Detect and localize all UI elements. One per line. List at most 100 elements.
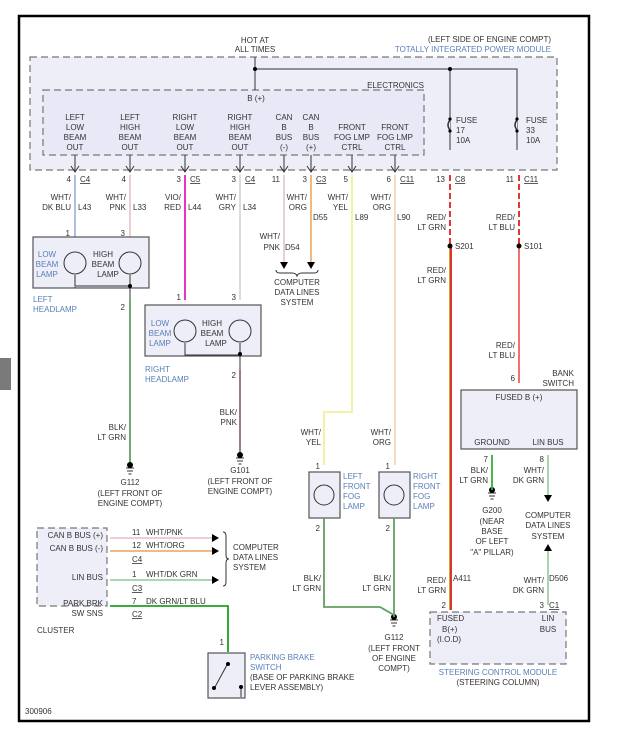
svg-text:CTRL: CTRL: [385, 143, 406, 152]
svg-text:RED/: RED/: [427, 266, 447, 275]
svg-text:OF ENGINE: OF ENGINE: [372, 654, 416, 663]
svg-text:C4: C4: [80, 175, 91, 184]
svg-text:DATA LINES: DATA LINES: [525, 521, 570, 530]
svg-text:LEFT: LEFT: [343, 472, 363, 481]
svg-text:2: 2: [386, 524, 391, 533]
svg-text:PARK BRK: PARK BRK: [63, 599, 104, 608]
svg-text:C8: C8: [455, 175, 466, 184]
svg-text:G200: G200: [482, 506, 502, 515]
svg-text:OUT: OUT: [67, 143, 84, 152]
svg-text:DK BLU: DK BLU: [42, 203, 71, 212]
svg-text:CAN B BUS (-): CAN B BUS (-): [50, 544, 104, 553]
fuse-33: FUSE 33 10A: [526, 116, 547, 145]
ground-g101: G101 (LEFT FRONT OF ENGINE COMPT): [207, 466, 272, 496]
svg-text:6: 6: [511, 374, 516, 383]
svg-text:BEAM: BEAM: [36, 260, 59, 269]
svg-text:HIGH: HIGH: [120, 123, 140, 132]
svg-text:ENGINE COMPT): ENGINE COMPT): [208, 487, 273, 496]
svg-text:ORG: ORG: [373, 203, 391, 212]
ground-g112-b: G112 (LEFT FRONT OF ENGINE COMPT): [368, 633, 420, 673]
svg-text:WHT/: WHT/: [371, 428, 392, 437]
svg-text:G112: G112: [121, 478, 141, 487]
svg-text:WHT/: WHT/: [328, 193, 349, 202]
svg-text:CAN: CAN: [276, 113, 293, 122]
svg-text:7: 7: [484, 455, 489, 464]
ground-g200: G200 (NEAR BASE OF LEFT "A" PILLAR): [470, 506, 514, 557]
svg-text:WHT/: WHT/: [524, 576, 545, 585]
svg-text:OF LEFT: OF LEFT: [476, 537, 509, 546]
svg-text:B(+): B(+): [442, 625, 458, 634]
electronics-block: [42, 89, 425, 156]
svg-text:LOW: LOW: [151, 319, 170, 328]
svg-text:HIGH: HIGH: [230, 123, 250, 132]
cdl-system-top: COMPUTER DATA LINES SYSTEM: [274, 278, 320, 307]
svg-text:RIGHT: RIGHT: [228, 113, 253, 122]
svg-text:ORG: ORG: [289, 203, 307, 212]
svg-text:ENGINE COMPT): ENGINE COMPT): [98, 499, 163, 508]
svg-text:RED/: RED/: [427, 213, 447, 222]
side-panel-handle[interactable]: [0, 358, 11, 390]
svg-text:17: 17: [456, 126, 465, 135]
svg-text:LT GRN: LT GRN: [417, 586, 446, 595]
svg-text:CTRL: CTRL: [342, 143, 363, 152]
svg-text:C3: C3: [316, 175, 327, 184]
svg-text:SWITCH: SWITCH: [542, 379, 574, 388]
ground-g112-a: G112 (LEFT FRONT OF ENGINE COMPT): [97, 478, 162, 508]
svg-text:1: 1: [66, 229, 71, 238]
svg-text:3: 3: [303, 175, 308, 184]
svg-text:BEAM: BEAM: [149, 329, 172, 338]
svg-text:FUSED B (+): FUSED B (+): [496, 393, 543, 402]
svg-text:L34: L34: [243, 203, 257, 212]
svg-text:LOW: LOW: [66, 123, 85, 132]
svg-text:BLK/: BLK/: [374, 574, 392, 583]
svg-text:(NEAR: (NEAR: [480, 517, 505, 526]
electronics-label: ELECTRONICS: [367, 81, 424, 90]
svg-text:C2: C2: [132, 610, 143, 619]
svg-text:FOG LMP: FOG LMP: [334, 133, 370, 142]
svg-text:33: 33: [526, 126, 535, 135]
svg-text:ORG: ORG: [373, 438, 391, 447]
svg-text:COMPUTER: COMPUTER: [525, 511, 571, 520]
svg-text:B: B: [308, 123, 313, 132]
svg-text:OUT: OUT: [232, 143, 249, 152]
svg-text:LAMP: LAMP: [205, 339, 227, 348]
svg-text:HEADLAMP: HEADLAMP: [33, 305, 77, 314]
svg-text:1: 1: [386, 462, 391, 471]
cdl-system-cluster: COMPUTER DATA LINES SYSTEM: [233, 543, 279, 572]
svg-text:DK GRN: DK GRN: [513, 476, 544, 485]
svg-text:SW SNS: SW SNS: [71, 609, 103, 618]
svg-text:FRONT: FRONT: [381, 123, 409, 132]
svg-text:DATA LINES: DATA LINES: [233, 553, 278, 562]
svg-text:FUSED: FUSED: [437, 614, 464, 623]
svg-text:L44: L44: [188, 203, 202, 212]
svg-text:(LEFT FRONT: (LEFT FRONT: [368, 644, 420, 653]
svg-text:LT GRN: LT GRN: [362, 584, 391, 593]
svg-text:FRONT: FRONT: [343, 482, 371, 491]
svg-text:WHT/DK GRN: WHT/DK GRN: [146, 570, 198, 579]
hot-label-1: HOT AT: [241, 36, 269, 45]
svg-text:COMPUTER: COMPUTER: [274, 278, 320, 287]
svg-text:12: 12: [132, 541, 141, 550]
svg-text:L43: L43: [78, 203, 92, 212]
svg-text:SYSTEM: SYSTEM: [281, 298, 314, 307]
svg-text:LOW: LOW: [38, 250, 57, 259]
svg-text:GROUND: GROUND: [474, 438, 510, 447]
svg-text:BLK/: BLK/: [471, 466, 489, 475]
svg-text:PNK: PNK: [264, 243, 281, 252]
parking-brake-switch: [207, 652, 246, 699]
svg-text:LEFT: LEFT: [65, 113, 85, 122]
svg-text:CAN B BUS (+): CAN B BUS (+): [48, 531, 104, 540]
svg-text:10A: 10A: [526, 136, 541, 145]
svg-text:(I.O.D): (I.O.D): [437, 635, 461, 644]
svg-text:3: 3: [540, 601, 545, 610]
svg-text:RED/: RED/: [496, 341, 516, 350]
cluster-pins: CAN B BUS (+) CAN B BUS (-) LIN BUS PARK…: [48, 528, 206, 619]
svg-text:C5: C5: [190, 175, 201, 184]
svg-text:DK GRN: DK GRN: [513, 586, 544, 595]
svg-text:8: 8: [540, 455, 545, 464]
svg-text:FOG: FOG: [413, 492, 430, 501]
tipm-name: TOTALLY INTEGRATED POWER MODULE: [395, 45, 551, 54]
